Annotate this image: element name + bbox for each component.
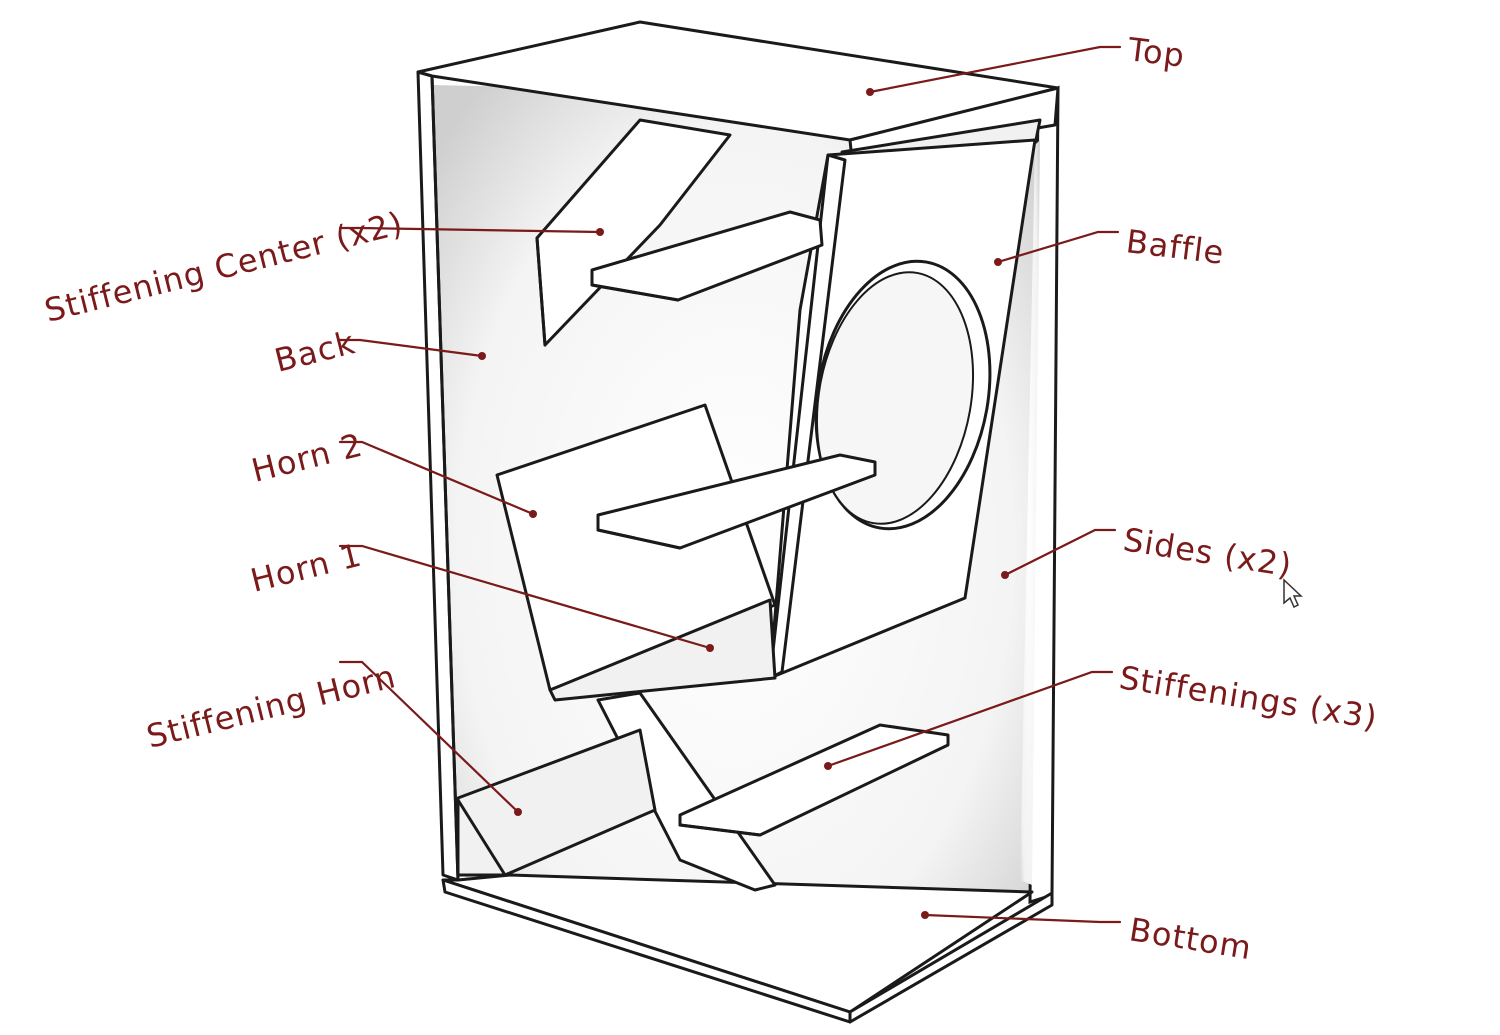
upper-stiffener-front — [590, 283, 680, 302]
mouse-cursor-icon — [1283, 578, 1303, 609]
dot-back — [478, 352, 486, 360]
leader-sides — [1003, 528, 1117, 577]
label-bottom: Bottom — [1127, 910, 1255, 967]
stiffening-horn-corner — [456, 728, 657, 877]
dot-sides — [1001, 571, 1009, 579]
horn1-panel — [548, 598, 777, 702]
stiffening-horn-corner-edge — [456, 798, 507, 877]
label-stiffening-center: Stiffening Center (x2) — [41, 204, 407, 330]
middle-stiffener-front — [596, 528, 682, 550]
label-stiffening-horn: Stiffening Horn — [143, 657, 400, 756]
stiffening-center-edge — [535, 236, 547, 347]
label-top: Top — [1125, 30, 1187, 75]
label-stiffenings: Stiffenings (x3) — [1117, 658, 1381, 736]
dot-bottom — [921, 911, 929, 919]
label-horn1: Horn 1 — [247, 536, 366, 600]
leader-stiffenings — [826, 670, 1114, 768]
leader-baffle — [996, 230, 1120, 264]
leader-stiffening-center — [338, 226, 602, 234]
dot-baffle — [994, 258, 1002, 266]
right-side-interior — [1020, 140, 1040, 885]
label-horn2: Horn 2 — [248, 426, 367, 490]
leader-horn2 — [338, 440, 535, 516]
horn2-panel — [495, 403, 777, 692]
leader-horn1 — [338, 544, 712, 650]
bottom-panel-edge — [848, 891, 1054, 1024]
dot-stiffenings — [824, 762, 832, 770]
leaders — [336, 45, 1122, 924]
dot-horn2 — [529, 510, 537, 518]
label-sides: Sides (x2) — [1121, 520, 1295, 584]
lower-stiffener-front — [678, 823, 762, 837]
dot-top — [866, 88, 874, 96]
leader-top — [868, 45, 1122, 94]
bottom-panel — [441, 873, 1034, 1014]
label-baffle: Baffle — [1124, 222, 1227, 272]
cabinet — [416, 20, 1060, 1024]
label-back: Back — [271, 323, 359, 380]
leader-back — [336, 338, 484, 358]
dot-stiffening-center — [596, 228, 604, 236]
dot-horn1 — [706, 644, 714, 652]
dot-stiffening-horn — [514, 808, 522, 816]
leader-bottom — [923, 913, 1122, 924]
leader-stiffening-horn — [338, 660, 520, 814]
